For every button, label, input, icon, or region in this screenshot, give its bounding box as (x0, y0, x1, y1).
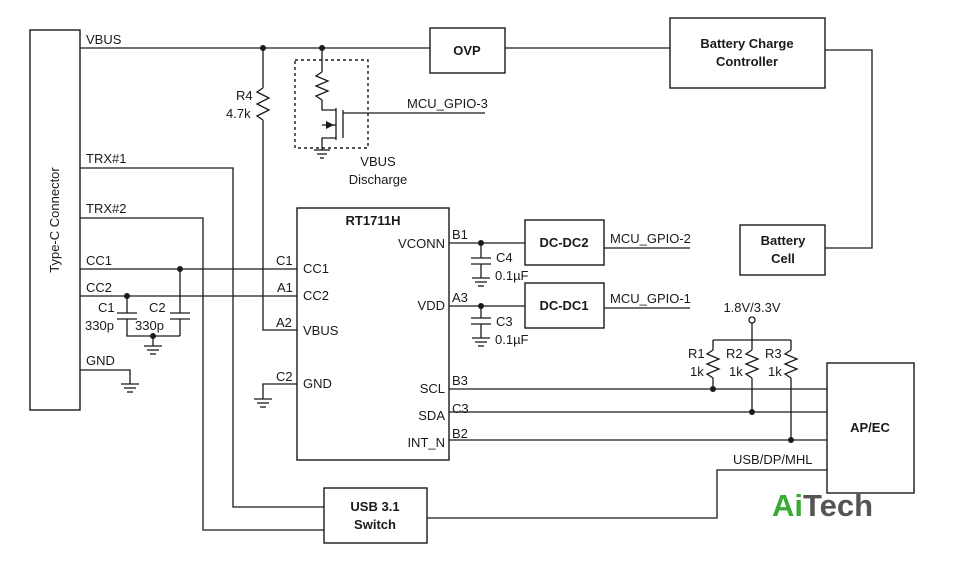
vbus-net (80, 45, 670, 51)
r2-value: 1k (729, 364, 743, 379)
cc-ground-icon (144, 345, 162, 355)
c2-capacitor (170, 269, 190, 336)
pin-b1-name: VCONN (398, 236, 445, 251)
dcdc2-label: DC-DC2 (539, 235, 588, 250)
trx1-label: TRX#1 (86, 151, 126, 166)
discharge-label-line1: VBUS (360, 154, 396, 169)
c3-name: C3 (496, 314, 513, 329)
discharge-resistor (314, 71, 330, 101)
r4-name: R4 (236, 88, 253, 103)
aitech-logo: AiTech (772, 488, 873, 523)
cc2-label: CC2 (86, 280, 112, 295)
charger-battery-wire (825, 49, 873, 249)
battery-cell-line2: Cell (771, 251, 795, 266)
pin-c3-name: SDA (418, 408, 445, 423)
pin-a2-name: VBUS (303, 323, 339, 338)
c3-value: 0.1µF (495, 332, 529, 347)
c4-ground-icon (472, 277, 490, 287)
c1-capacitor (117, 296, 180, 337)
usb-switch-block (323, 487, 428, 544)
mcu-gpio3-label: MCU_GPIO-3 (407, 96, 488, 111)
r1-name: R1 (688, 346, 705, 361)
discharge-label-line2: Discharge (349, 172, 408, 187)
pin-b3-number: B3 (452, 373, 468, 388)
mcu-gpio1-label: MCU_GPIO-1 (610, 291, 691, 306)
r1-value: 1k (690, 364, 704, 379)
pin-c1-name: CC1 (303, 261, 329, 276)
dcdc1-block (524, 282, 605, 329)
c4-capacitor (471, 243, 491, 278)
c4-name: C4 (496, 250, 513, 265)
r2-resistor (744, 349, 760, 379)
vbus-discharge-box (294, 59, 369, 149)
pin-a1-number: A1 (277, 280, 293, 295)
connector-ground-icon (121, 383, 139, 393)
battery-cell-line1: Battery (761, 233, 807, 248)
pin-a1-name: CC2 (303, 288, 329, 303)
ap-ec-block (826, 362, 915, 494)
dcdc1-label: DC-DC1 (539, 298, 588, 313)
c4-value: 0.1µF (495, 268, 529, 283)
ic-name: RT1711H (346, 213, 401, 228)
battery-cell-block (739, 224, 826, 276)
r3-value: 1k (768, 364, 782, 379)
trx2-label: TRX#2 (86, 201, 126, 216)
battery-charge-controller-block (669, 17, 826, 89)
r4-resistor (255, 87, 271, 121)
r4-value: 4.7k (226, 106, 251, 121)
usb-dp-mhl-label: USB/DP/MHL (733, 452, 812, 467)
pin-c3-number: C3 (452, 401, 469, 416)
dcdc2-block (524, 219, 605, 266)
charge-controller-line1: Battery Charge (700, 36, 793, 51)
pin-b2-number: B2 (452, 426, 468, 441)
pin-b3-name: SCL (420, 381, 445, 396)
c2-name: C2 (149, 300, 166, 315)
usb-dp-mhl-wire (427, 469, 827, 519)
ap-ec-label: AP/EC (850, 420, 890, 435)
ic-ground-icon (254, 398, 272, 408)
trx1-wire (80, 167, 324, 508)
r2-name: R2 (726, 346, 743, 361)
usb-switch-line1: USB 3.1 (350, 499, 399, 514)
supply-label: 1.8V/3.3V (723, 300, 780, 315)
pin-a3-name: VDD (418, 298, 445, 313)
rt1711h-ic (296, 207, 450, 461)
c2-value: 330p (135, 318, 164, 333)
ovp-block (429, 27, 506, 74)
cc1-label: CC1 (86, 253, 112, 268)
ovp-label: OVP (453, 43, 481, 58)
pin-b2-name: INT_N (407, 435, 445, 450)
c3-capacitor (471, 306, 491, 338)
ic-gnd-wire (262, 383, 297, 399)
pin-b1-number: B1 (452, 227, 468, 242)
r3-resistor (783, 349, 799, 379)
gnd-wire (80, 369, 131, 384)
r3-name: R3 (765, 346, 782, 361)
pin-a3-number: A3 (452, 290, 468, 305)
pin-a2-number: A2 (276, 315, 292, 330)
connector-label: Type-C Connector (47, 167, 62, 273)
charge-controller-line2: Controller (716, 54, 778, 69)
c1-value: 330p (85, 318, 114, 333)
usb-switch-line2: Switch (354, 517, 396, 532)
pin-c2-name: GND (303, 376, 332, 391)
c3-ground-icon (472, 337, 490, 347)
discharge-ground-icon (314, 149, 330, 159)
trx2-wire (80, 217, 324, 531)
c1-name: C1 (98, 300, 115, 315)
supply-terminal (748, 316, 756, 324)
discharge-mosfet (321, 108, 390, 150)
pin-c2-number: C2 (276, 369, 293, 384)
vbus-label: VBUS (86, 32, 122, 47)
gnd-label: GND (86, 353, 115, 368)
r1-resistor (705, 349, 721, 379)
type-c-connector (29, 29, 81, 411)
mcu-gpio2-label: MCU_GPIO-2 (610, 231, 691, 246)
pin-c1-number: C1 (276, 253, 293, 268)
